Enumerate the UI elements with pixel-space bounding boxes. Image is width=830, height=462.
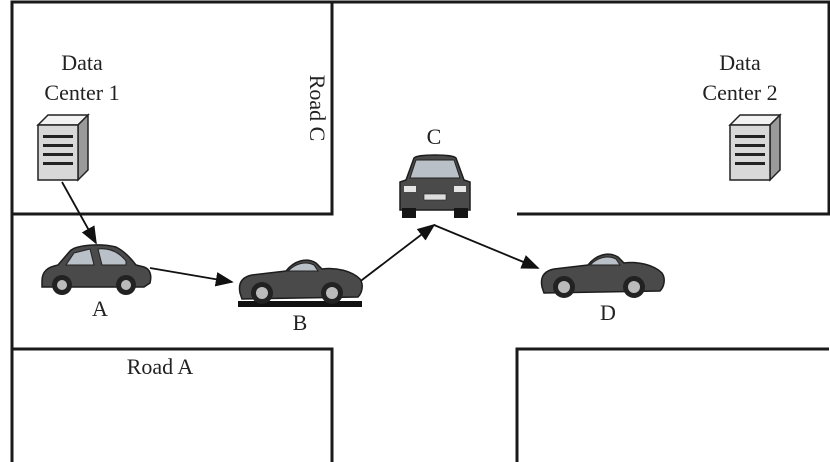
data-center-1-label-line2: Center 1 bbox=[44, 80, 119, 105]
communication-arrows bbox=[61, 181, 540, 287]
block-top-left bbox=[10, 0, 334, 216]
block-top-right bbox=[517, 0, 830, 216]
car-icon bbox=[41, 244, 152, 295]
server-icon bbox=[36, 113, 90, 182]
server-icon bbox=[728, 113, 782, 182]
arrow-a-to-b bbox=[149, 267, 234, 287]
arrow-b-to-c bbox=[357, 223, 436, 284]
road-a-label: Road A bbox=[127, 354, 194, 379]
arrow-c-to-d bbox=[433, 224, 540, 269]
road-c-label: Road C bbox=[305, 75, 330, 142]
car-icon bbox=[399, 154, 471, 218]
car-icon bbox=[540, 253, 665, 298]
block-bottom-right bbox=[515, 347, 829, 462]
car-b-label: B bbox=[293, 310, 308, 335]
data-center-1-label-line1: Data bbox=[61, 50, 103, 75]
car-d-label: D bbox=[600, 300, 616, 325]
city-blocks bbox=[10, 0, 830, 462]
data-center-2-label-line1: Data bbox=[719, 50, 761, 75]
data-center-2-label-line2: Center 2 bbox=[702, 80, 777, 105]
arrow-dc1-to-a bbox=[61, 181, 97, 245]
car-a-label: A bbox=[92, 296, 108, 321]
car-icon bbox=[238, 259, 363, 307]
car-c-label: C bbox=[427, 124, 442, 149]
